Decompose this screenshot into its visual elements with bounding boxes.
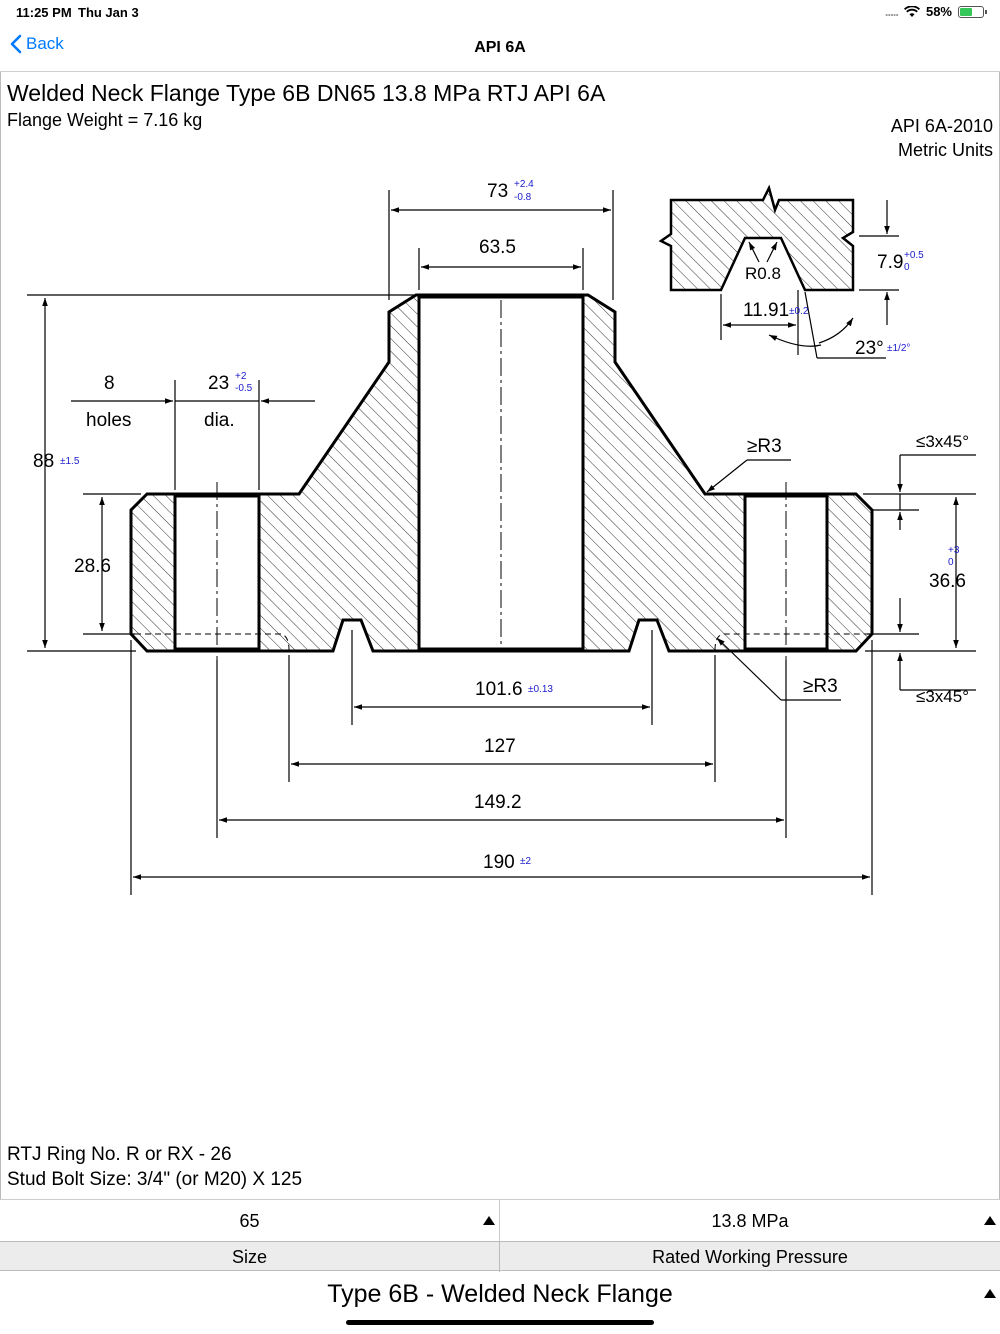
signal-icon: ..... <box>884 4 899 19</box>
chamfer-top: ≤3x45° <box>916 432 969 451</box>
dia-label: dia. <box>204 410 235 431</box>
standard-name: API 6A-2010 <box>890 116 993 136</box>
stud-bolt-info: Stud Bolt Size: 3/4" (or M20) X 125 <box>7 1169 303 1190</box>
ring-groove-detail <box>658 184 899 359</box>
dim-7-9: 7.9 <box>877 252 903 273</box>
flange-title: Welded Neck Flange Type 6B DN65 13.8 MPa… <box>7 80 606 106</box>
dim-127: 127 <box>484 736 516 757</box>
picker-arrow-icon <box>984 1289 996 1298</box>
tol-7-9-minus: 0 <box>904 262 910 273</box>
angle-23: 23° <box>855 338 884 359</box>
picker-arrow-icon <box>984 1216 996 1225</box>
size-picker[interactable]: 65 <box>0 1200 500 1242</box>
dim-28-6: 28.6 <box>74 556 111 577</box>
flange-drawing-panel: Welded Neck Flange Type 6B DN65 13.8 MPa… <box>0 72 1000 1199</box>
tol-36-6-plus: +3 <box>948 545 960 556</box>
status-date: Thu Jan 3 <box>78 5 139 20</box>
radius-r0-8: R0.8 <box>745 264 781 283</box>
pressure-value: 13.8 MPa <box>711 1210 789 1231</box>
flange-type-value: Type 6B - Welded Neck Flange <box>327 1279 673 1308</box>
dim-101-6: 101.6 <box>475 679 523 700</box>
size-label: Size <box>0 1242 500 1272</box>
radius-r3-bottom: ≥R3 <box>803 676 838 697</box>
holes-count: 8 <box>104 373 115 394</box>
dimension-lines <box>27 190 976 895</box>
size-value: 65 <box>239 1210 260 1231</box>
chevron-left-icon <box>10 34 22 54</box>
selector-row: 65 13.8 MPa <box>0 1199 1000 1242</box>
wifi-icon <box>903 5 920 17</box>
status-indicators: ..... 58% <box>884 4 987 19</box>
tol-23-minus: -0.5 <box>235 383 253 394</box>
dim-190: 190 <box>483 852 515 873</box>
home-indicator[interactable] <box>346 1320 654 1325</box>
chamfer-bottom: ≤3x45° <box>916 687 969 706</box>
selector-labels: Size Rated Working Pressure <box>0 1241 1000 1272</box>
flange-weight: Flange Weight = 7.16 kg <box>7 110 203 130</box>
picker-arrow-icon <box>483 1216 495 1225</box>
dimension-labels: 73 +2.4 -0.8 63.5 88 ±1.5 8 holes 23 +2 … <box>33 179 969 873</box>
tol-11-91: ±0.2 <box>789 306 809 317</box>
radius-r3-top: ≥R3 <box>747 436 782 457</box>
standard-info: API 6A-2010 Metric Units <box>891 114 993 162</box>
back-label: Back <box>26 34 64 53</box>
tol-36-6-minus: 0 <box>948 557 954 568</box>
holes-label: holes <box>86 410 131 431</box>
tol-101-6: ±0.13 <box>528 684 553 695</box>
tol-23-plus: +2 <box>235 371 247 382</box>
battery-icon <box>958 5 987 18</box>
dim-23: 23 <box>208 373 229 394</box>
dim-11-91: 11.91 <box>743 300 789 321</box>
dim-36-6: 36.6 <box>929 571 966 592</box>
dim-149-2: 149.2 <box>474 792 522 813</box>
flange-section <box>129 293 874 660</box>
dim-63-5: 63.5 <box>479 237 516 258</box>
pressure-label: Rated Working Pressure <box>652 1246 848 1267</box>
tol-73-plus: +2.4 <box>514 179 534 190</box>
units-label: Metric Units <box>897 140 993 160</box>
dim-73: 73 <box>487 181 508 202</box>
rtj-ring-info: RTJ Ring No. R or RX - 26 <box>7 1144 232 1165</box>
nav-title: API 6A <box>474 39 526 56</box>
tol-190: ±2 <box>520 856 531 867</box>
battery-percent: 58% <box>925 4 952 19</box>
pressure-picker[interactable]: 13.8 MPa <box>500 1200 1000 1242</box>
navigation-bar: Back API 6A <box>0 26 1000 72</box>
status-bar: 11:25 PM Thu Jan 3 ..... 58% <box>0 0 1000 26</box>
tol-7-9-plus: +0.5 <box>904 250 924 261</box>
flange-drawing: 73 +2.4 -0.8 63.5 88 ±1.5 8 holes 23 +2 … <box>27 179 976 895</box>
flange-type-picker[interactable]: Type 6B - Welded Neck Flange <box>0 1272 1000 1316</box>
tol-88: ±1.5 <box>60 456 80 467</box>
dim-88: 88 <box>33 451 54 472</box>
status-time: 11:25 PM <box>16 5 72 20</box>
tol-73-minus: -0.8 <box>514 192 532 203</box>
tol-angle: ±1/2° <box>887 343 910 354</box>
back-button[interactable]: Back <box>10 34 64 54</box>
